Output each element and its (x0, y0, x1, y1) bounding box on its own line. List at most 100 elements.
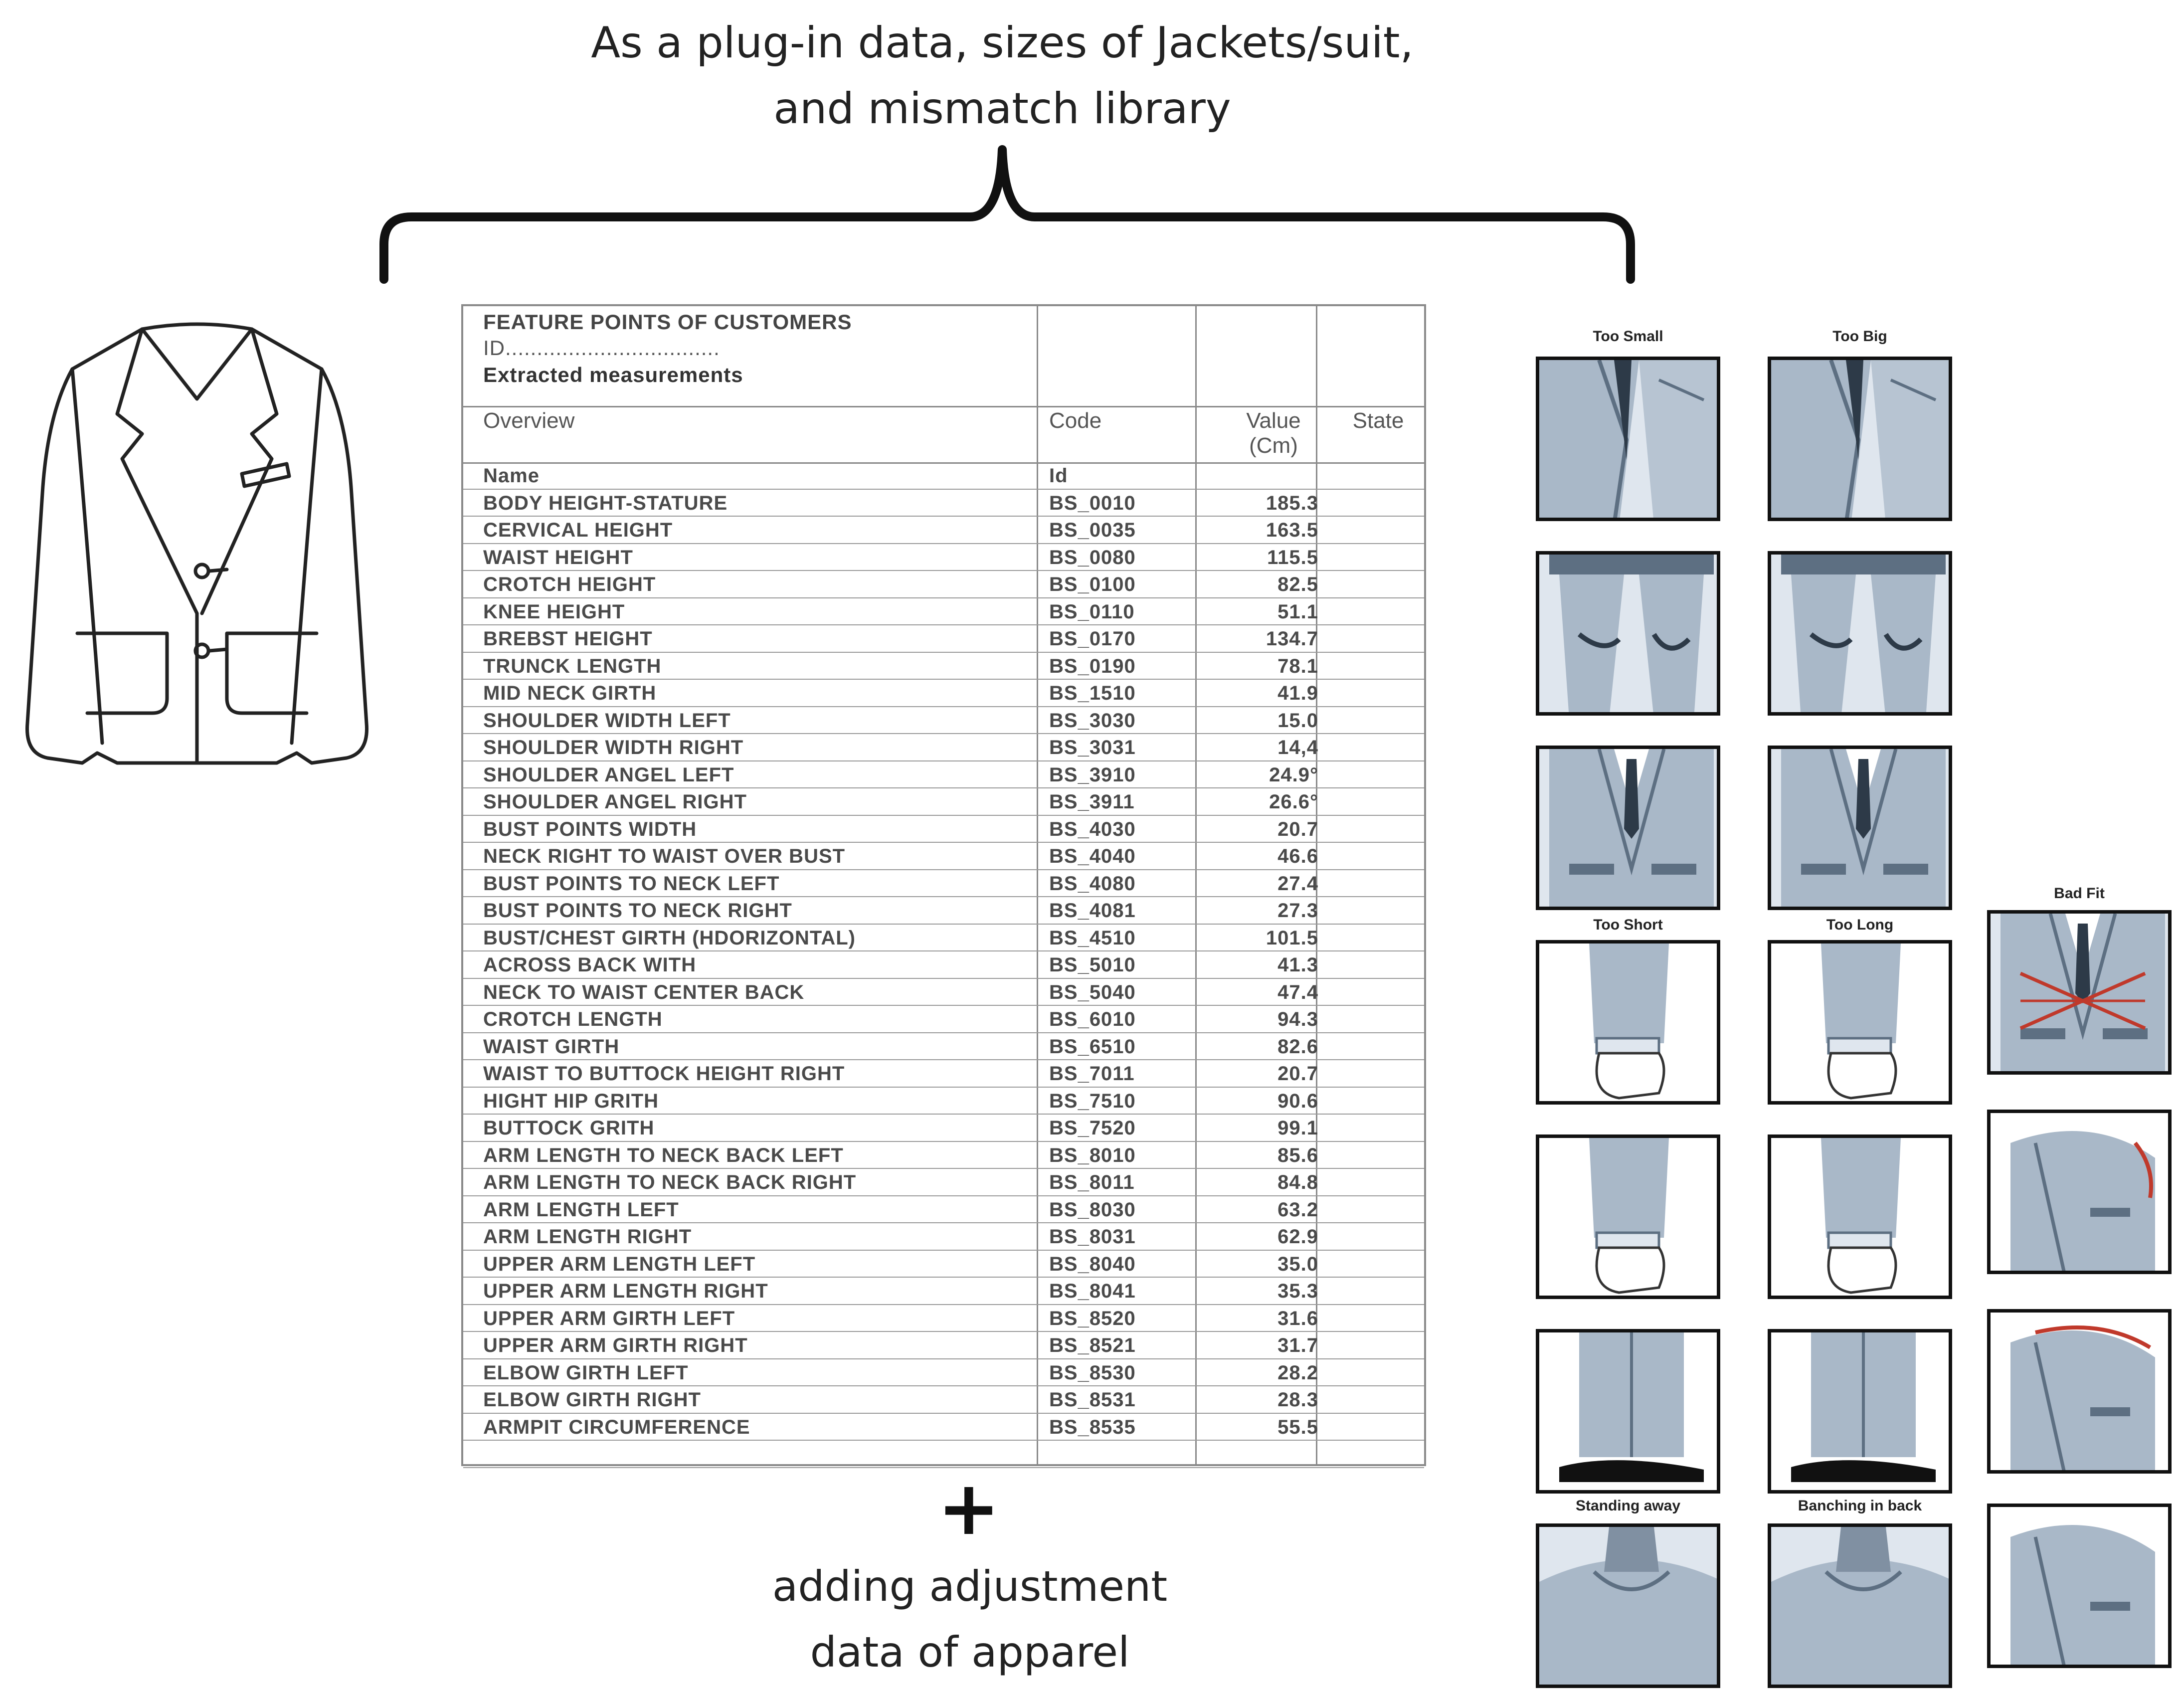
row-code: BS_8011 (1049, 1171, 1135, 1193)
footer-line-1: adding adjustment (772, 1562, 1168, 1611)
row-code: BS_7011 (1049, 1063, 1135, 1085)
row-code: BS_3910 (1049, 763, 1136, 786)
row-value: 15.0 (1277, 709, 1318, 732)
curly-brace-icon (379, 145, 1635, 284)
table-row: WAIST GIRTH BS_6510 82.6 (463, 1033, 1424, 1060)
row-value: 82.5 (1277, 573, 1318, 595)
row-value: 63.2 (1277, 1198, 1318, 1221)
row-code: BS_8030 (1049, 1198, 1136, 1221)
table-header-row: Overview Code Value (Cm) State (463, 406, 1424, 464)
row-value: 31.6 (1277, 1307, 1318, 1329)
mismatch-tile (1536, 940, 1720, 1105)
row-code: BS_7510 (1049, 1090, 1136, 1112)
mismatch-tile (1987, 1309, 2172, 1474)
row-value: 20.7 (1277, 818, 1318, 840)
row-code: BS_4040 (1049, 845, 1136, 867)
row-code: BS_7520 (1049, 1117, 1136, 1139)
row-code: BS_8040 (1049, 1253, 1136, 1275)
row-name: BREBST HEIGHT (483, 628, 653, 650)
trouser-hem-icon (1771, 1332, 1949, 1490)
row-name: ARM LENGTH TO NECK BACK RIGHT (483, 1171, 857, 1193)
shoulder-icon (1991, 1113, 2168, 1271)
row-value: 55.5 (1277, 1416, 1318, 1438)
row-name: BUST POINTS TO NECK LEFT (483, 872, 780, 895)
row-name: TRUNCK LENGTH (483, 655, 662, 677)
header-value: Value (Cm) (1216, 408, 1331, 458)
sleeve-cuff-icon (1771, 1138, 1949, 1296)
row-code: BS_8531 (1049, 1389, 1136, 1411)
table-column-divider (1195, 306, 1197, 1464)
jacket-front-icon (1991, 914, 2168, 1071)
row-value: 28.2 (1277, 1361, 1318, 1384)
row-code: BS_3911 (1049, 791, 1135, 813)
mismatch-tile (1768, 1523, 1952, 1688)
shoulder-icon (1991, 1313, 2168, 1470)
measurements-table: FEATURE POINTS OF CUSTOMERS ID..........… (461, 304, 1426, 1468)
row-code: BS_0035 (1049, 519, 1136, 541)
row-code: BS_6510 (1049, 1035, 1136, 1058)
mismatch-tile (1536, 746, 1720, 910)
row-code: BS_8031 (1049, 1226, 1136, 1248)
jacket-front-icon (1539, 749, 1717, 907)
row-name: WAIST TO BUTTOCK HEIGHT RIGHT (483, 1063, 845, 1085)
row-code: BS_0010 (1049, 492, 1136, 514)
row-value: 35.3 (1277, 1280, 1318, 1302)
shoulder-icon (1991, 1507, 2168, 1665)
label-too-short: Too Short (1593, 917, 1663, 933)
mismatch-tile (1536, 357, 1720, 521)
table-row: UPPER ARM GIRTH LEFT BS_8520 31.6 (463, 1305, 1424, 1332)
row-value: 20.7 (1277, 1063, 1318, 1085)
row-name: UPPER ARM GIRTH LEFT (483, 1307, 735, 1329)
row-value: 78.1 (1277, 655, 1318, 677)
mismatch-tile (1987, 1110, 2172, 1274)
mismatch-tile (1987, 1504, 2172, 1668)
row-value: 90.6 (1277, 1090, 1318, 1112)
jacket-sketch-icon (25, 322, 368, 765)
label-standing-away: Standing away (1575, 1498, 1681, 1514)
row-code: BS_8520 (1049, 1307, 1136, 1329)
row-name: UPPER ARM LENGTH RIGHT (483, 1280, 768, 1302)
row-code: BS_4081 (1049, 900, 1136, 922)
row-code: BS_4080 (1049, 872, 1136, 895)
row-code: BS_5040 (1049, 981, 1136, 1003)
row-name: UPPER ARM GIRTH RIGHT (483, 1334, 748, 1356)
row-name: ACROSS BACK WITH (483, 954, 697, 976)
label-banching-in-back: Banching in back (1798, 1498, 1922, 1514)
row-name: WAIST GIRTH (483, 1035, 620, 1058)
row-name: MID NECK GIRTH (483, 682, 657, 704)
caption-subtitle: Extracted measurements (483, 363, 743, 386)
row-name: ELBOW GIRTH LEFT (483, 1361, 689, 1384)
row-name: CROTCH HEIGHT (483, 573, 656, 595)
row-code: BS_0170 (1049, 628, 1136, 650)
row-name: CERVICAL HEIGHT (483, 519, 673, 541)
mismatch-tile (1536, 1329, 1720, 1494)
row-value: 31.7 (1277, 1334, 1318, 1356)
trousers-icon (1771, 555, 1949, 712)
mismatch-tile (1768, 1134, 1952, 1299)
row-value: 82.6 (1277, 1035, 1318, 1058)
row-value: 28.3 (1277, 1389, 1318, 1411)
row-value: 14,4 (1277, 737, 1318, 758)
row-name: ARM LENGTH RIGHT (483, 1226, 692, 1248)
header-value-line-2: (Cm) (1249, 433, 1298, 458)
row-name: KNEE HEIGHT (483, 600, 625, 623)
header-overview: Overview (483, 408, 575, 433)
row-value: 26.6° (1269, 791, 1318, 813)
row-value: 27.3 (1277, 900, 1318, 922)
row-value: 85.6 (1277, 1144, 1318, 1166)
header-value-line-1: Value (1246, 408, 1301, 433)
row-name: CROTCH LENGTH (483, 1008, 663, 1030)
